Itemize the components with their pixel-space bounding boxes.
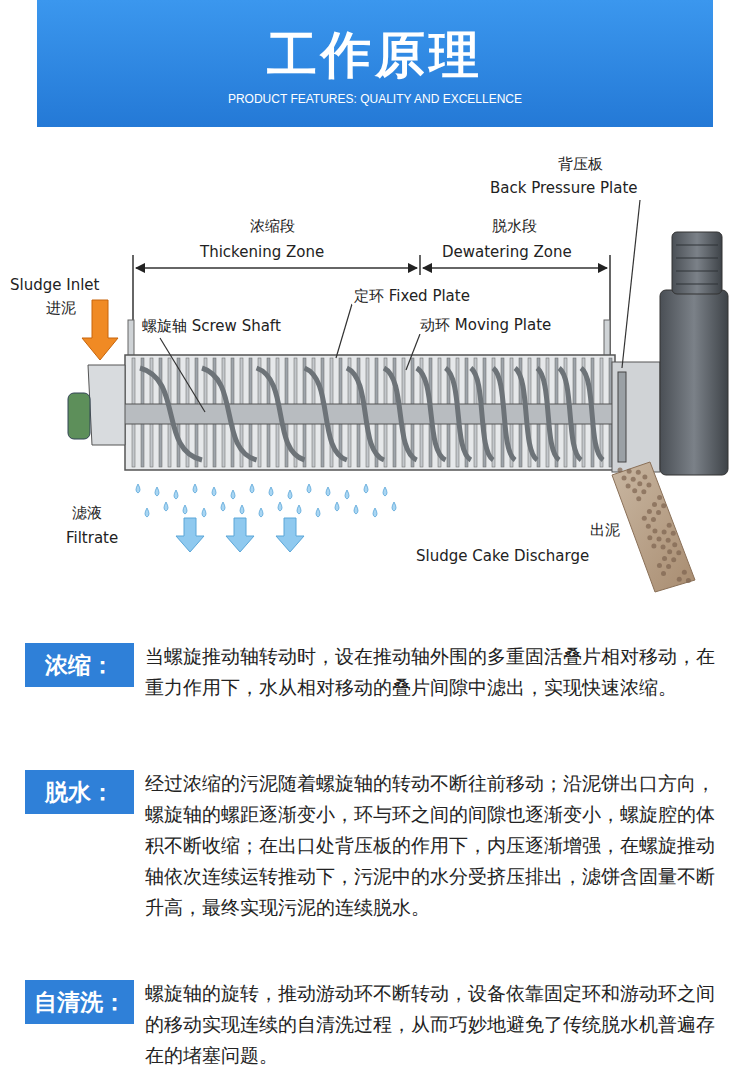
part-label: Dewatering Zone — [440, 244, 574, 261]
section-block: 脱水：经过浓缩的污泥随着螺旋轴的转动不断往前移动；沿泥饼出口方向，螺旋轴的螺距逐… — [25, 770, 725, 925]
page-title: 工作原理 — [37, 22, 713, 89]
section-block: 浓缩：当螺旋推动轴转动时，设在推动轴外围的多重固活叠片相对移动，在重力作用下，水… — [25, 643, 725, 705]
page-subtitle: PRODUCT FEATURES: QUALITY AND EXCELLENCE — [37, 92, 713, 106]
part-label: 出泥 — [588, 522, 622, 539]
back-pressure-housing — [612, 362, 660, 472]
inlet-arrow — [82, 300, 118, 360]
sludge-cake-chute — [612, 462, 695, 592]
section-heading: 浓缩： — [25, 643, 134, 687]
part-label: 背压板 — [556, 156, 605, 173]
section-heading: 脱水： — [25, 770, 134, 814]
section-body: 螺旋轴的旋转，推动游动环不断转动，设备依靠固定环和游动环之间的移动实现连续的自清… — [145, 978, 725, 1071]
sludge-cake-texture — [618, 468, 691, 583]
filtrate-drops — [136, 484, 396, 517]
section-block: 自清洗：螺旋轴的旋转，推动游动环不断转动，设备依靠固定环和游动环之间的移动实现连… — [25, 980, 725, 1073]
leader-lines — [160, 200, 640, 412]
section-body: 当螺旋推动轴转动时，设在推动轴外围的多重固活叠片相对移动，在重力作用下，水从相对… — [145, 641, 725, 703]
part-label: Sludge Cake Discharge — [414, 548, 591, 565]
section-heading: 自清洗： — [25, 980, 134, 1024]
part-label: 进泥 — [44, 300, 78, 317]
part-label: 滤液 — [70, 505, 104, 522]
header-band — [37, 0, 713, 127]
part-label: 定环 Fixed Plate — [352, 288, 472, 305]
header-band: 工作原理 PRODUCT FEATURES: QUALITY AND EXCELL… — [37, 0, 713, 127]
filtrate-arrows — [176, 518, 304, 552]
motor — [672, 232, 722, 294]
part-label: Filtrate — [64, 530, 120, 547]
part-label: 脱水段 — [490, 218, 539, 235]
section-body: 经过浓缩的污泥随着螺旋轴的转动不断往前移动；沿泥饼出口方向，螺旋轴的螺距逐渐变小… — [145, 768, 725, 923]
gearbox — [660, 290, 728, 475]
inlet-hopper — [88, 365, 125, 445]
screw-flights — [140, 368, 603, 460]
part-label: 动环 Moving Plate — [418, 317, 553, 334]
part-label: Sludge Inlet — [8, 277, 101, 294]
part-label: Back Pressure Plate — [488, 180, 640, 197]
part-label: 螺旋轴 Screw Shaft — [140, 318, 283, 335]
dimension-lines — [133, 255, 610, 358]
part-label: 浓缩段 — [248, 218, 297, 235]
illustration-ground — [0, 150, 750, 600]
part-label: Thickening Zone — [198, 244, 326, 261]
end-bearing — [68, 393, 90, 439]
back-pressure-plate — [618, 372, 626, 462]
